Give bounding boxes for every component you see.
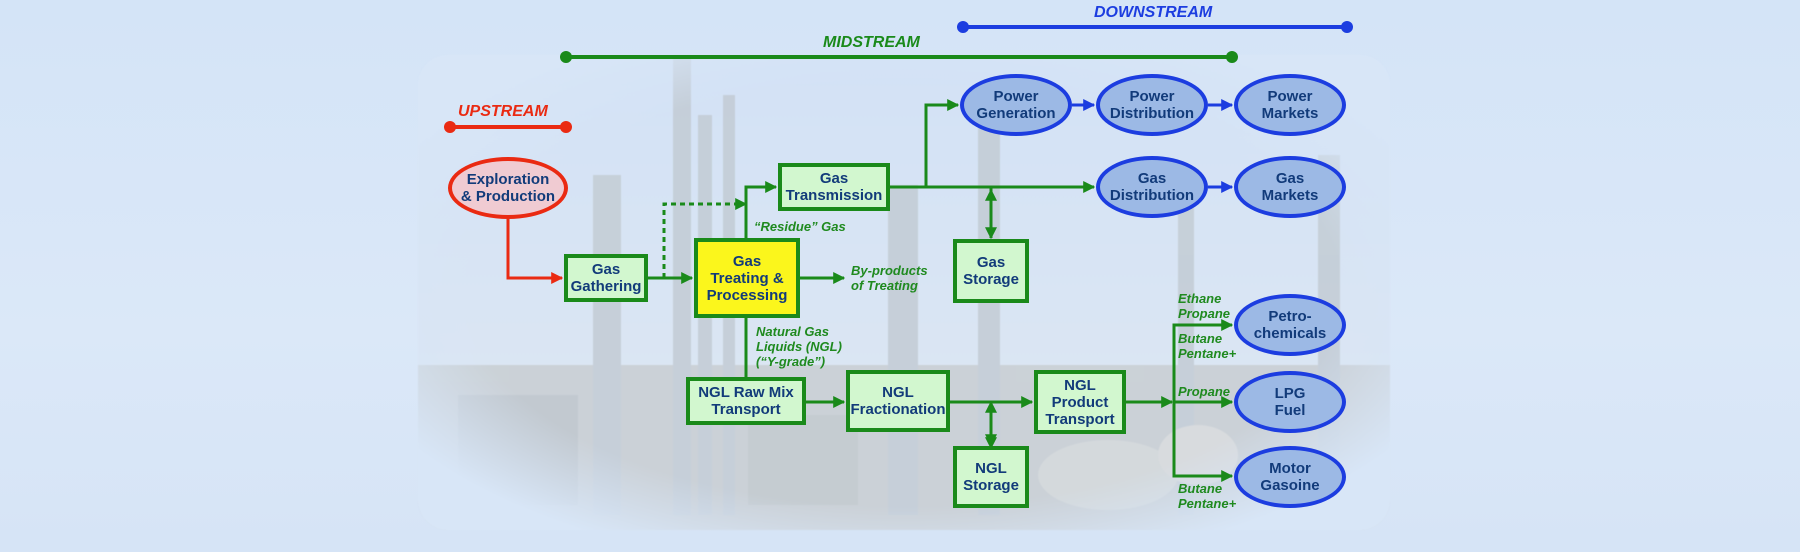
node-gas-storage: Gas Storage [953,239,1029,303]
arrow-exploration-gathering [506,219,564,284]
node-power-markets: Power Markets [1234,74,1346,136]
node-petrochemicals: Petro- chemicals [1234,294,1346,356]
downstream-title: DOWNSTREAM [1094,4,1213,21]
node-exploration-production: Exploration & Production [448,157,568,219]
node-gas-markets: Gas Markets [1234,156,1346,218]
label-byproducts: By-products of Treating [851,263,928,293]
downstream-bar [957,21,1353,33]
blue-connectors [1072,99,1234,193]
node-gas-treating-processing: Gas Treating & Processing [694,238,800,318]
node-power-distribution: Power Distribution [1096,74,1208,136]
upstream-title: UPSTREAM [458,103,548,120]
node-ngl-product-transport: NGL Product Transport [1034,370,1126,434]
label-natural-gas-liquids: Natural Gas Liquids (NGL) (“Y-grade”) [756,324,842,369]
node-motor-gasoline: Motor Gasoine [1234,446,1346,508]
label-butane-pentane-1: Butane Pentane+ [1178,331,1237,361]
label-ethane-propane: Ethane Propane [1178,291,1231,321]
midstream-bar [560,51,1238,63]
node-ngl-raw-mix-transport: NGL Raw Mix Transport [686,377,806,425]
label-butane-pentane-2: Butane Pentane+ [1178,481,1237,511]
node-gas-gathering: Gas Gathering [564,254,648,302]
midstream-title: MIDSTREAM [823,34,920,51]
node-gas-transmission: Gas Transmission [778,163,890,211]
node-power-generation: Power Generation [960,74,1072,136]
node-ngl-storage: NGL Storage [953,446,1029,508]
node-lpg-fuel: LPG Fuel [1234,371,1346,433]
label-propane: Propane [1178,384,1231,399]
node-ngl-fractionation: NGL Fractionation [846,370,950,432]
node-gas-distribution: Gas Distribution [1096,156,1208,218]
upstream-bar [444,121,572,133]
green-connectors [648,99,1234,482]
label-residue-gas: “Residue” Gas [754,219,846,234]
